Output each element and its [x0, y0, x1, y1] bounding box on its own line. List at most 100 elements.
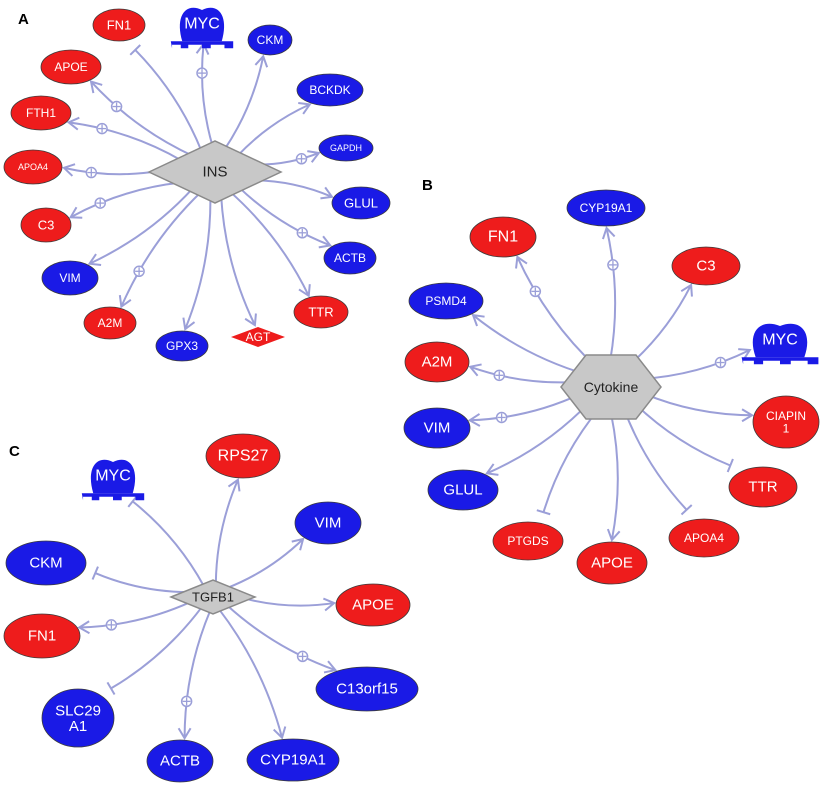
arrow-head	[273, 726, 287, 740]
node-psmd4[interactable]: PSMD4	[408, 282, 484, 320]
expression-plus-icon	[180, 695, 193, 708]
node-glul[interactable]: GLUL	[331, 186, 391, 220]
node-c3[interactable]: C3	[671, 246, 741, 286]
node-actb[interactable]: ACTB	[146, 739, 214, 783]
arrow-head	[601, 226, 616, 240]
node-label: APOE	[591, 555, 633, 572]
arrow-head	[182, 317, 196, 331]
hub-label: INS	[202, 164, 227, 181]
node-label: BCKDK	[309, 83, 350, 97]
edge-cytokine-ttr	[631, 400, 734, 473]
node-ttr[interactable]: TTR	[728, 466, 798, 508]
node-label: TTR	[748, 479, 777, 496]
node-apoe[interactable]: APOE	[40, 49, 102, 85]
node-fn1[interactable]: FN1	[469, 216, 537, 258]
arrow-head	[291, 537, 305, 551]
edge-ins-apoe	[89, 80, 194, 157]
node-fn1[interactable]: FN1	[92, 8, 146, 42]
arrow-head	[177, 727, 192, 741]
hub-label: TGFB1	[192, 590, 234, 605]
node-glul[interactable]: GLUL	[427, 469, 499, 511]
arrow-head	[680, 283, 693, 297]
edges	[77, 477, 338, 741]
node-apoa4[interactable]: APOA4	[668, 518, 740, 558]
arrow-head	[307, 150, 321, 163]
node-label: C13orf15	[336, 681, 398, 698]
node-label: GLUL	[344, 196, 378, 211]
node-cyp19a1[interactable]: CYP19A1	[246, 738, 340, 782]
arrow-head	[298, 284, 311, 298]
node-label: ACTB	[334, 251, 366, 265]
expression-plus-icon	[714, 356, 727, 369]
node-a2m[interactable]: A2M	[83, 306, 137, 340]
expression-plus-icon	[495, 411, 508, 424]
node-ckm[interactable]: CKM	[247, 24, 293, 56]
arrow-head	[89, 80, 103, 94]
edge-tgfb1-slc29-a1	[106, 606, 203, 695]
expression-plus-icon	[110, 100, 123, 113]
arrow-head	[741, 408, 754, 423]
expression-plus-icon	[133, 265, 145, 278]
node-ptgds[interactable]: PTGDS	[492, 521, 564, 561]
edge-tgfb1-c13orf15	[226, 604, 338, 674]
node-vim[interactable]: VIM	[403, 407, 471, 449]
node-apoe[interactable]: APOE	[335, 583, 411, 627]
edge-cytokine-ciapin-1	[642, 392, 754, 423]
node-vim[interactable]: VIM	[41, 260, 99, 296]
node-actb[interactable]: ACTB	[323, 241, 377, 275]
edge-ins-myc	[195, 42, 214, 147]
expression-plus-icon	[296, 227, 309, 239]
arrow-head	[471, 313, 485, 327]
arrow-head	[254, 54, 269, 68]
node-myc[interactable]: MYC	[81, 459, 145, 501]
edge-cytokine-a2m	[468, 363, 577, 384]
arrow-head	[68, 206, 83, 219]
node-label: VIM	[424, 420, 451, 437]
node-gpx3[interactable]: GPX3	[155, 330, 209, 362]
hub-tgfb1[interactable]: TGFB1	[169, 579, 257, 615]
edge-cytokine-psmd4	[471, 313, 588, 376]
node-label: APOE	[352, 597, 394, 614]
edge-cytokine-cyp19a1	[601, 226, 619, 361]
node-label: RPS27	[218, 448, 269, 465]
node-vim[interactable]: VIM	[294, 501, 362, 545]
node-ttr[interactable]: TTR	[293, 295, 349, 329]
node-apoa4[interactable]: APOA4	[3, 149, 63, 185]
node-label: GPX3	[166, 339, 198, 353]
node-fn1[interactable]: FN1	[3, 613, 81, 659]
hub-label: Cytokine	[584, 379, 639, 395]
node-myc[interactable]: MYC	[741, 323, 819, 365]
node-label: C3	[38, 218, 55, 233]
node-ckm[interactable]: CKM	[5, 540, 87, 586]
arrow-head	[738, 348, 752, 361]
node-label: VIM	[59, 271, 80, 285]
node-c3[interactable]: C3	[20, 207, 72, 243]
arrow-head	[118, 294, 132, 309]
node-fth1[interactable]: FTH1	[10, 95, 72, 131]
arrow-head	[485, 463, 499, 476]
edge-ins-fth1	[66, 116, 183, 162]
edge-tgfb1-rps27	[214, 477, 241, 584]
edge-cytokine-myc	[640, 348, 752, 381]
hub-cytokine[interactable]: Cytokine	[560, 354, 662, 420]
node-a2m[interactable]: A2M	[404, 341, 470, 383]
node-gapdh[interactable]: GAPDH	[318, 134, 374, 162]
node-c13orf15[interactable]: C13orf15	[315, 666, 419, 712]
node-myc[interactable]: MYC	[170, 7, 234, 49]
node-label: TTR	[308, 305, 333, 320]
node-rps27[interactable]: RPS27	[205, 433, 281, 479]
arrow-head	[227, 477, 241, 492]
arrow-head	[606, 528, 621, 542]
node-apoe[interactable]: APOE	[576, 541, 648, 585]
node-bckdk[interactable]: BCKDK	[296, 73, 364, 107]
edge-tgfb1-cyp19a1	[218, 608, 287, 740]
edge-tgfb1-actb	[177, 609, 212, 741]
node-cyp19a1[interactable]: CYP19A1	[566, 189, 646, 227]
edge-ins-gpx3	[182, 196, 212, 331]
node-label: MYC	[184, 16, 220, 33]
node-agt[interactable]: AGT	[231, 327, 285, 347]
hub-ins[interactable]: INS	[147, 140, 283, 204]
arrow-head	[318, 235, 333, 249]
